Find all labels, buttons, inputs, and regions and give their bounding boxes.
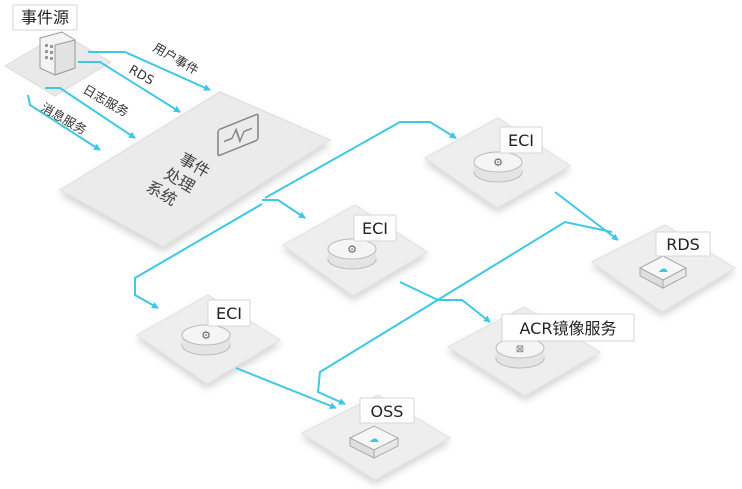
arrow-eci-top-rds — [554, 191, 619, 241]
gear-icon: ⚙ — [201, 329, 211, 342]
eci-left-label-box — [207, 299, 251, 327]
arrow-log-service — [45, 87, 136, 139]
eci-top-label: ECI — [508, 131, 534, 150]
arrows — [27, 51, 619, 410]
arrow-rds — [78, 61, 181, 113]
eci-left-node: ⚙ ECI — [181, 299, 251, 356]
rds-label-box — [655, 231, 711, 257]
eci-left-label: ECI — [216, 304, 242, 323]
event-system-tile — [59, 91, 332, 248]
eci-mid-label: ECI — [362, 219, 388, 238]
eci-top-node: ⚙ ECI — [473, 126, 543, 183]
acr-label-box — [501, 313, 635, 342]
event-source-label: 事件源 — [21, 8, 69, 27]
edge-label-log-service: 日志服务 — [81, 82, 132, 120]
edge-label-rds: RDS — [127, 62, 157, 88]
oss-node: ☁ OSS — [348, 397, 415, 459]
eci-mid-node: ⚙ ECI — [327, 214, 397, 270]
monitor-icon — [217, 113, 259, 157]
edge-label-message-service: 消息服务 — [39, 100, 90, 138]
storage-icon: ☁ — [369, 434, 379, 445]
rds-node: ☁ RDS — [638, 231, 711, 289]
acr-node: ⊠ ACR镜像服务 — [495, 313, 635, 369]
arrow-user-event — [88, 51, 211, 91]
arrow-eci-mid-acr — [399, 281, 491, 323]
arrow-rds-oss — [316, 220, 613, 405]
gear-icon: ⚙ — [347, 243, 357, 256]
rds-label: RDS — [666, 235, 700, 254]
gear-icon: ⚙ — [493, 156, 503, 169]
eci-top-label-box — [499, 126, 543, 154]
arrow-eci-left-oss — [235, 367, 337, 410]
oss-label-box — [359, 397, 415, 424]
arrow-system-eci-mid — [262, 199, 306, 219]
arrow-system-eci-top — [264, 121, 457, 199]
database-icon: ☁ — [658, 264, 668, 275]
arrow-message-service — [27, 94, 101, 151]
edge-label-user-event: 用户事件 — [151, 40, 202, 78]
acr-label: ACR镜像服务 — [520, 319, 617, 338]
oss-label: OSS — [371, 402, 404, 421]
eci-mid-label-box — [353, 214, 397, 242]
image-icon: ⊠ — [516, 344, 524, 355]
arrow-system-eci-left — [134, 203, 263, 309]
event-source-node: 事件源 — [12, 4, 78, 76]
event-source-label-box — [12, 4, 78, 31]
